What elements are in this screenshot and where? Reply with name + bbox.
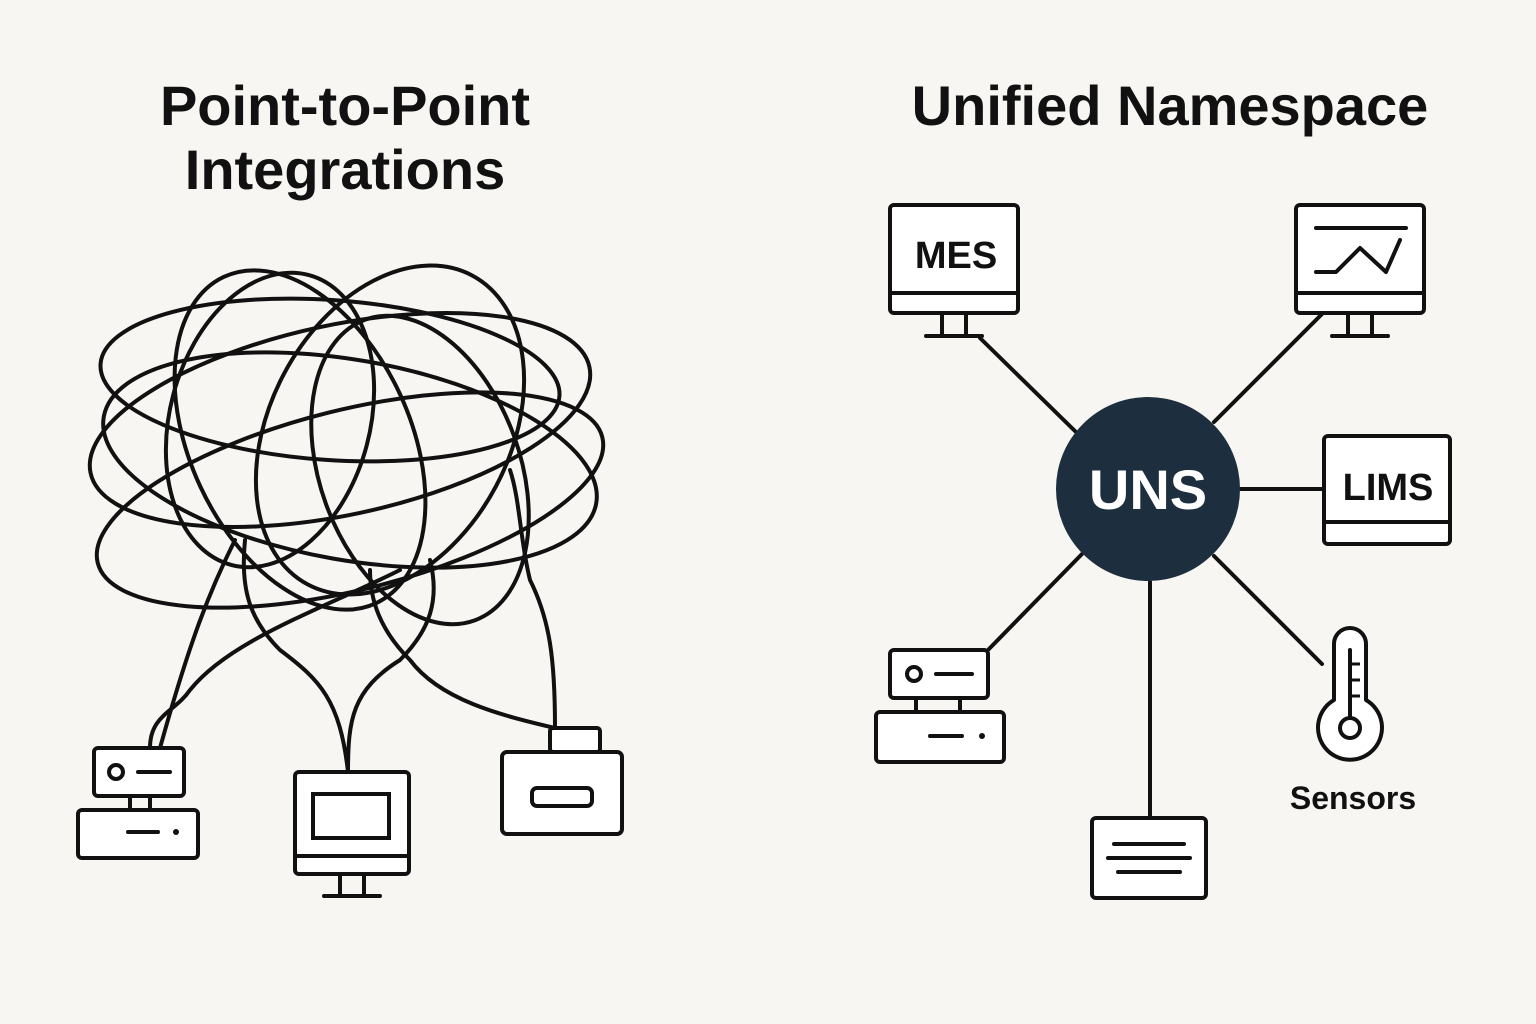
left-controller-icon bbox=[500, 726, 624, 836]
mes-monitor-icon: MES bbox=[888, 203, 1020, 338]
point-to-point-title: Point-to-Point Integrations bbox=[95, 74, 595, 202]
mes-label: MES bbox=[915, 235, 997, 277]
tangle-loop bbox=[253, 263, 527, 597]
dashboard-monitor-icon bbox=[1294, 203, 1426, 338]
uns-hub-label: UNS bbox=[1089, 458, 1207, 521]
sensors-label: Sensors bbox=[1290, 780, 1416, 816]
thermometer-icon bbox=[1316, 626, 1384, 762]
uns-spokes bbox=[978, 312, 1326, 820]
left-server-icon bbox=[76, 746, 200, 860]
title-line-2: Integrations bbox=[184, 138, 506, 201]
tangle-drop-left bbox=[148, 568, 402, 750]
tangle-loop bbox=[172, 268, 428, 612]
uns-hub-circle bbox=[1056, 397, 1240, 581]
tangle-loop bbox=[309, 313, 531, 627]
tangled-connections bbox=[87, 263, 606, 774]
tangle-loop bbox=[101, 350, 599, 570]
unified-namespace-title: Unified Namespace bbox=[911, 74, 1429, 137]
left-monitor-icon bbox=[293, 770, 411, 898]
spoke-server bbox=[986, 552, 1084, 652]
tangle-loop bbox=[98, 296, 562, 464]
lims-device-icon: LIMS bbox=[1322, 434, 1452, 546]
trend-chart-icon bbox=[1314, 238, 1402, 274]
tangle-drop-left-2 bbox=[158, 538, 237, 750]
spoke-mes bbox=[978, 336, 1080, 436]
tangle-drop-right-2 bbox=[368, 568, 557, 730]
uns-hub: UNS bbox=[1056, 397, 1240, 581]
spoke-dashboard bbox=[1212, 312, 1324, 424]
tangle-loop bbox=[87, 311, 593, 529]
title-line-1: Point-to-Point bbox=[159, 74, 531, 137]
document-device-icon bbox=[1090, 816, 1208, 900]
tangle-drop-right bbox=[508, 468, 557, 730]
tangle-drop-center-2 bbox=[241, 538, 350, 774]
lims-label: LIMS bbox=[1343, 467, 1434, 509]
uns-server-icon bbox=[874, 648, 1006, 764]
tangle-loop bbox=[163, 270, 377, 570]
tangle-drop-center bbox=[346, 558, 436, 774]
spoke-sensors bbox=[1212, 554, 1324, 666]
